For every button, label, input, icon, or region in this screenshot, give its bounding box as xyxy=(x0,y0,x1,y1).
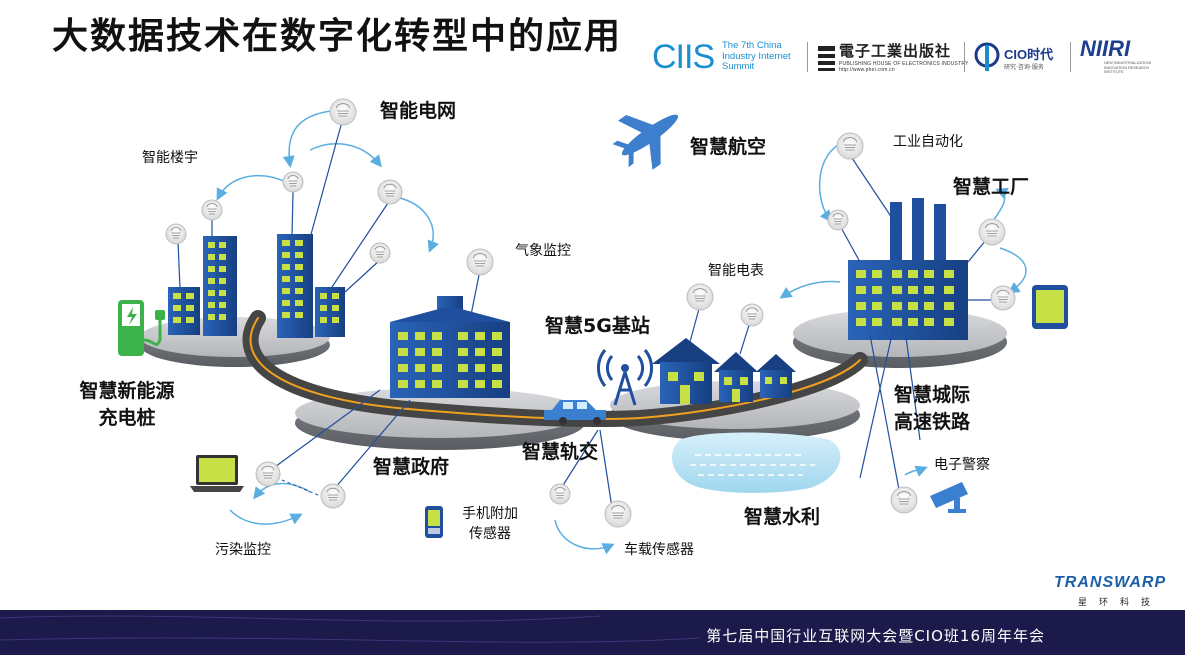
label-smart-intercity-rail: 智慧城际 高速铁路 xyxy=(886,380,978,434)
sensor-node-icon xyxy=(255,461,281,487)
ciis-logo-text: The 7th China Industry Internet Summit xyxy=(722,40,791,72)
government-building xyxy=(390,296,510,398)
cio-emblem-icon xyxy=(974,42,1000,71)
phei-logo-cn: 電子工業出版社 xyxy=(839,42,952,60)
camera-icon xyxy=(930,482,968,513)
sensor-node-icon xyxy=(978,218,1006,246)
sensor-node-icon xyxy=(329,98,357,126)
tablet-icon xyxy=(1032,285,1068,329)
sensor-nodes xyxy=(165,98,1016,528)
label-smart-ev-charging-line1: 智慧新能源 xyxy=(79,380,175,402)
label-smart-grid: 智能电网 xyxy=(380,100,457,122)
footer-conference-text: 第七届中国行业互联网大会暨CIO班16周年年会 xyxy=(706,627,1045,645)
niiri-logo-mark: NIIRI xyxy=(1080,36,1131,61)
label-smart-transport: 智慧轨交 xyxy=(522,441,599,463)
factory-building xyxy=(848,198,968,340)
label-smart-intercity-line1: 智慧城际 xyxy=(893,384,970,406)
house-3 xyxy=(756,354,796,398)
ev-charger-icon xyxy=(118,300,165,356)
niiri-logo-sub: NEW INDUSTRIALIZATION INNOVATION RESEARC… xyxy=(1104,61,1152,74)
label-vehicle-sensor: 车载传感器 xyxy=(624,542,694,558)
label-smart-ev-charging-line2: 充电桩 xyxy=(98,407,156,429)
sensor-node-icon xyxy=(369,242,391,264)
phei-logo-en: PUBLISHING HOUSE OF ELECTRONICS INDUSTRY… xyxy=(839,61,969,73)
footer-bar: 第七届中国行业互联网大会暨CIO班16周年年会 xyxy=(0,610,1185,655)
label-phone-sensor-line2: 传感器 xyxy=(469,526,511,542)
car-icon xyxy=(544,400,606,425)
building-tall-right xyxy=(277,234,313,338)
sensor-node-icon xyxy=(377,179,403,205)
label-smart-intercity-line2: 高速铁路 xyxy=(893,411,970,433)
sensor-node-icon xyxy=(165,223,187,245)
cio-logo-title: CIO时代 xyxy=(1004,47,1054,62)
transwarp-brand-name: TRANSWARP xyxy=(1054,574,1167,591)
water-area xyxy=(671,432,841,493)
sensor-node-icon xyxy=(890,486,918,514)
logo-divider xyxy=(964,42,965,72)
phone-icon xyxy=(425,506,443,538)
label-smart-ev-charging: 智慧新能源 充电桩 xyxy=(72,376,182,430)
sensor-node-icon xyxy=(836,132,864,160)
logo-divider xyxy=(1070,42,1071,72)
scene-illustration xyxy=(118,98,1068,555)
sensor-node-icon xyxy=(990,285,1016,311)
sensor-node-icon xyxy=(686,283,714,311)
niiri-logo: NIIRI NEW INDUSTRIALIZATION INNOVATION R… xyxy=(1080,36,1160,74)
5g-tower-icon xyxy=(597,349,653,406)
house-1 xyxy=(652,338,720,404)
sensor-links xyxy=(177,117,1005,509)
label-industrial-automation: 工业自动化 xyxy=(893,134,963,150)
label-smart-government: 智慧政府 xyxy=(373,456,450,478)
label-smart-factory: 智慧工厂 xyxy=(953,176,1030,198)
sensor-node-icon xyxy=(466,248,494,276)
footer-decoration xyxy=(0,615,701,643)
logo-divider xyxy=(807,42,808,72)
label-electronic-police: 电子警察 xyxy=(934,457,990,473)
sensor-node-icon xyxy=(604,500,632,528)
label-smart-meter: 智能电表 xyxy=(708,263,764,279)
building-small-right xyxy=(315,287,345,337)
label-smart-building: 智能楼宇 xyxy=(142,150,198,166)
label-weather-monitoring: 气象监控 xyxy=(515,243,571,259)
label-phone-sensor-line1: 手机附加 xyxy=(462,506,518,522)
transwarp-brand-cn: 星环科技 xyxy=(1078,598,1163,608)
sensor-node-icon xyxy=(740,303,764,327)
sensor-node-icon xyxy=(827,209,849,231)
cio-logo-sub: 研究·咨询·服务 xyxy=(1004,64,1044,71)
phei-emblem-icon xyxy=(818,46,835,71)
cio-logo: CIO时代 研究·咨询·服务 xyxy=(974,40,1054,74)
sensor-node-icon xyxy=(549,483,571,505)
phei-logo: 電子工業出版社 PUBLISHING HOUSE OF ELECTRONICS … xyxy=(817,42,977,74)
label-smart-5g-station: 智慧5G基站 xyxy=(545,315,650,337)
label-smart-water: 智慧水利 xyxy=(744,506,821,528)
building-tall-left xyxy=(203,236,237,336)
laptop-icon xyxy=(190,455,244,492)
transwarp-brand-logo: TRANSWARP 星环科技 xyxy=(1054,574,1182,608)
building-small-left xyxy=(168,287,200,335)
label-phone-sensor: 手机附加 传感器 xyxy=(452,503,528,543)
sensor-node-icon xyxy=(320,483,346,509)
house-2 xyxy=(714,352,758,402)
ciis-logo-mark: CIIS xyxy=(652,38,715,76)
sensor-node-icon xyxy=(201,199,223,221)
slide-title: 大数据技术在数字化转型中的应用 xyxy=(52,16,623,57)
label-smart-aviation: 智慧航空 xyxy=(690,136,767,158)
partner-logos: CIIS The 7th China Industry Internet Sum… xyxy=(652,36,1152,78)
sensor-node-icon xyxy=(282,171,304,193)
airplane-icon xyxy=(612,114,679,170)
label-pollution-monitoring: 污染监控 xyxy=(215,542,271,558)
